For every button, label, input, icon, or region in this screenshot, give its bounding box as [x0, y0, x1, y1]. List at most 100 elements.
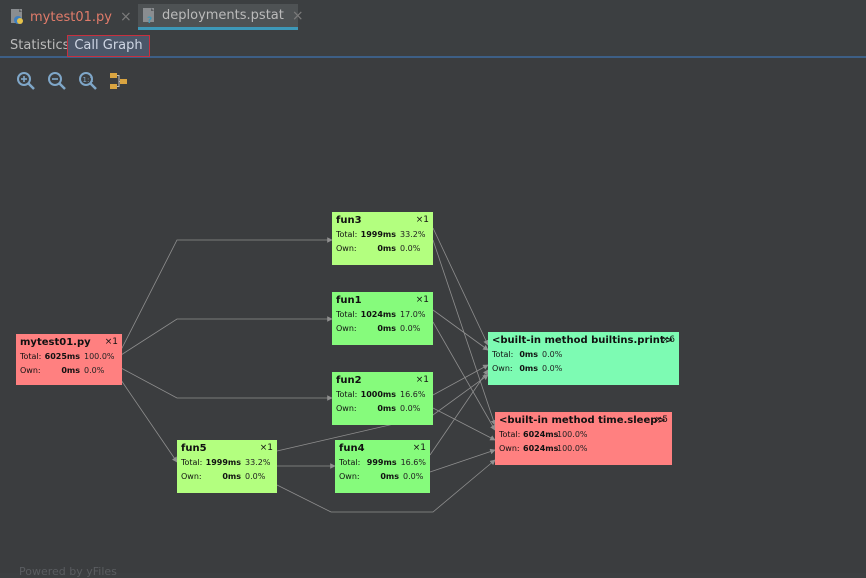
- call-count: ×1: [259, 443, 273, 453]
- total-time: 6025ms: [44, 352, 80, 361]
- own-time: 0ms: [380, 472, 399, 481]
- call-count: ×1: [415, 295, 429, 305]
- own-label: Own:: [336, 324, 357, 333]
- own-percent: 100.0%: [557, 444, 588, 453]
- own-percent: 0.0%: [400, 324, 421, 333]
- edge-mytest-fun2: [120, 367, 333, 401]
- own-percent: 0.0%: [542, 364, 563, 373]
- total-label: Total:: [492, 350, 514, 359]
- zoom-in-icon[interactable]: [16, 71, 36, 91]
- edge-fun3-print: [432, 227, 489, 346]
- tab-mytest01[interactable]: mytest01.py ×: [6, 4, 132, 30]
- powered-by-label: Powered by yFiles: [19, 565, 117, 578]
- node-title: mytest01.py: [20, 337, 91, 348]
- own-label: Own:: [336, 244, 357, 253]
- node-fun1[interactable]: fun1 ×1 Total:1024ms 17.0% Own: 0ms 0.0%: [332, 292, 433, 345]
- own-time: 0ms: [519, 364, 538, 373]
- total-label: Total:: [336, 230, 358, 239]
- svg-text:?: ?: [147, 16, 152, 25]
- call-count: ×5: [654, 415, 668, 425]
- call-count: ×6: [661, 335, 675, 345]
- tab-statistics[interactable]: Statistics: [10, 38, 70, 53]
- total-label: Total:: [339, 458, 361, 467]
- node-time-sleep[interactable]: <built-in method time.sleep> ×5 Total:60…: [495, 412, 672, 465]
- total-label: Total:: [499, 430, 521, 439]
- node-builtins-print[interactable]: <built-in method builtins.print> ×6 Tota…: [488, 332, 679, 385]
- total-percent: 100.0%: [84, 352, 115, 361]
- own-percent: 0.0%: [403, 472, 424, 481]
- close-icon[interactable]: ×: [291, 7, 304, 24]
- edge-mytest-fun5: [120, 379, 178, 463]
- edge-fun5-sleep: [276, 459, 496, 513]
- own-label: Own:: [499, 444, 520, 453]
- node-title: <built-in method time.sleep>: [499, 415, 666, 426]
- node-mytest01[interactable]: mytest01.py ×1 Total:6025ms 100.0% Own: 0m…: [16, 334, 122, 385]
- call-count: ×1: [415, 375, 429, 385]
- node-title: fun3: [336, 215, 362, 226]
- tab-label: mytest01.py: [30, 9, 112, 25]
- own-label: Own:: [339, 472, 360, 481]
- total-label: Total:: [20, 352, 42, 361]
- total-time: 1999ms: [205, 458, 241, 467]
- total-time: 1000ms: [360, 390, 396, 399]
- view-tab-bar: Statistics Call Graph: [0, 32, 866, 58]
- own-label: Own:: [181, 472, 202, 481]
- call-count: ×1: [412, 443, 426, 453]
- zoom-out-icon[interactable]: [47, 71, 67, 91]
- node-title: fun2: [336, 375, 362, 386]
- editor-tab-bar: mytest01.py × ? deployments.pstat ×: [0, 0, 866, 32]
- node-title: fun4: [339, 443, 365, 454]
- total-time: 0ms: [519, 350, 538, 359]
- own-percent: 0.0%: [400, 404, 421, 413]
- own-time: 6024ms: [523, 444, 559, 453]
- own-label: Own:: [20, 366, 41, 375]
- edge-mytest-fun1: [120, 316, 333, 356]
- python-file-icon: [10, 8, 26, 26]
- total-percent: 16.6%: [400, 390, 426, 399]
- edge-fun1-sleep: [432, 321, 496, 431]
- tab-deployments-pstat[interactable]: ? deployments.pstat ×: [138, 4, 304, 30]
- own-time: 0ms: [377, 404, 396, 413]
- close-icon[interactable]: ×: [119, 9, 132, 25]
- node-title: fun1: [336, 295, 362, 306]
- tab-call-graph[interactable]: Call Graph: [67, 35, 150, 57]
- own-percent: 0.0%: [245, 472, 266, 481]
- own-time: 0ms: [377, 324, 396, 333]
- call-graph-canvas[interactable]: 1:1: [0, 58, 866, 573]
- call-count: ×1: [104, 337, 118, 347]
- call-count: ×1: [415, 215, 429, 225]
- edge-mytest-fun3: [120, 237, 333, 351]
- own-percent: 0.0%: [400, 244, 421, 253]
- edge-fun2-sleep: [432, 407, 496, 441]
- node-fun2[interactable]: fun2 ×1 Total:1000ms 16.6% Own: 0ms 0.0%: [332, 372, 433, 425]
- total-time: 1999ms: [360, 230, 396, 239]
- total-label: Total:: [336, 310, 358, 319]
- edge-fun5-print: [276, 374, 489, 452]
- total-time: 6024ms: [523, 430, 559, 439]
- total-percent: 0.0%: [542, 350, 563, 359]
- node-title: <built-in method builtins.print>: [492, 335, 674, 346]
- svg-text:1:1: 1:1: [83, 76, 94, 84]
- node-title: fun5: [181, 443, 207, 454]
- total-percent: 16.6%: [400, 458, 426, 467]
- total-label: Total:: [181, 458, 203, 467]
- total-percent: 33.2%: [245, 458, 271, 467]
- own-time: 0ms: [377, 244, 396, 253]
- total-percent: 17.0%: [400, 310, 426, 319]
- total-percent: 100.0%: [557, 430, 588, 439]
- own-label: Own:: [336, 404, 357, 413]
- total-time: 999ms: [366, 458, 397, 467]
- edge-fun1-print: [432, 309, 489, 351]
- own-time: 0ms: [61, 366, 80, 375]
- actual-size-icon[interactable]: 1:1: [78, 71, 98, 91]
- total-time: 1024ms: [360, 310, 396, 319]
- total-label: Total:: [336, 390, 358, 399]
- fit-content-icon[interactable]: [109, 71, 129, 91]
- edge-fun2-print: [432, 364, 489, 396]
- tab-label: deployments.pstat: [162, 8, 284, 23]
- own-label: Own:: [492, 364, 513, 373]
